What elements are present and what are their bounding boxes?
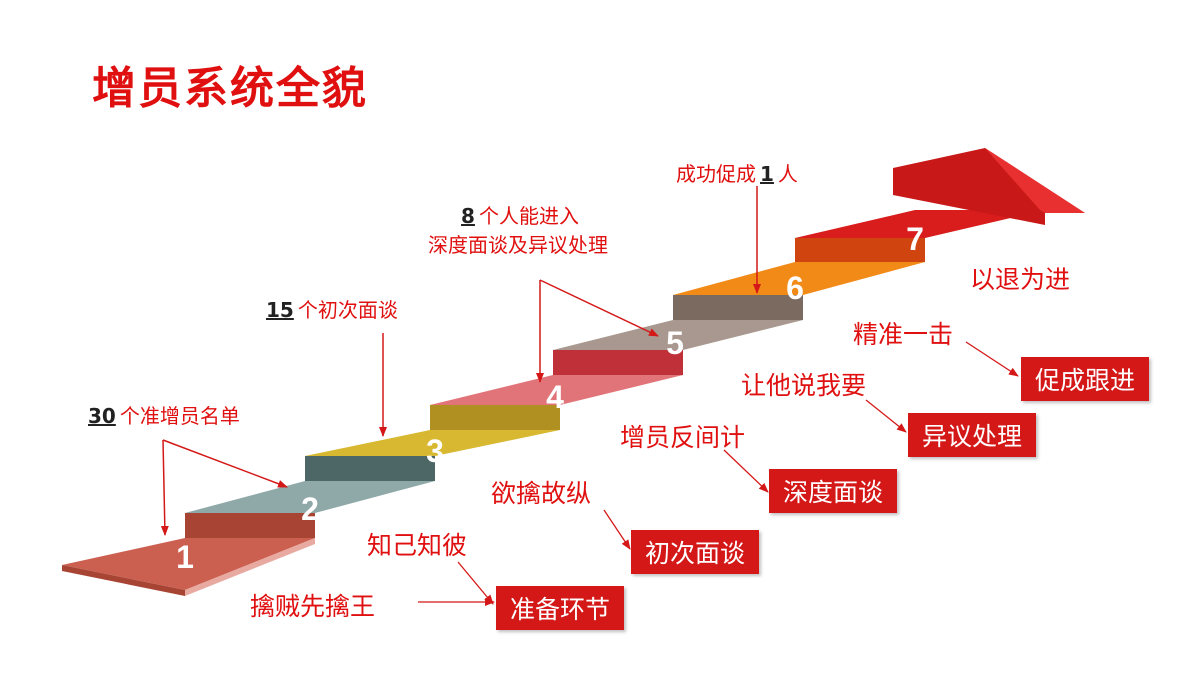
step-6: 6 [673, 262, 925, 306]
step-number-1: 1 [176, 539, 194, 575]
phrase-6: 精准一击 [853, 320, 954, 349]
stage-tag-deep-interview: 深度面谈 [769, 469, 898, 513]
step-number-3: 3 [426, 433, 444, 469]
step-riser-6 [673, 295, 803, 320]
step-number-4: 4 [546, 379, 564, 415]
step-2: 2 [185, 481, 435, 527]
stage-tag-objection-handling: 异议处理 [908, 413, 1037, 457]
phrase-1: 擒贼先擒王 [250, 592, 376, 621]
stage-tag-preparation: 准备环节 [496, 586, 625, 630]
page-title: 增员系统全貌 [92, 63, 368, 114]
phrase-4: 增员反间计 [620, 423, 746, 452]
step-number-5: 5 [666, 325, 684, 361]
phrase-3: 欲擒故纵 [491, 479, 592, 508]
top-arrow [893, 148, 1085, 225]
stage-tag-first-interview: 初次面谈 [631, 530, 760, 574]
phrase-7: 以退为进 [970, 265, 1071, 294]
phrase-5: 让他说我要 [741, 371, 867, 400]
stage-tag-closing-followup: 促成跟进 [1021, 357, 1150, 401]
step-riser-5 [553, 350, 683, 375]
step-riser-4 [430, 405, 560, 430]
step-number-7: 7 [906, 221, 924, 257]
step-riser-7 [795, 238, 925, 262]
step-number-6: 6 [786, 270, 804, 306]
step-5: 5 [553, 320, 803, 361]
phrase-2: 知己知彼 [367, 531, 468, 560]
step-riser-2 [185, 513, 315, 538]
step-3: 3 [305, 430, 560, 469]
annotation-arrows [160, 186, 761, 536]
step-riser-3 [305, 456, 435, 481]
step-1: 1 [62, 538, 315, 596]
step-number-2: 2 [301, 491, 319, 527]
step-7: 7 [795, 210, 1045, 257]
step-4: 4 [430, 375, 683, 415]
stage-connectors [418, 341, 1019, 606]
